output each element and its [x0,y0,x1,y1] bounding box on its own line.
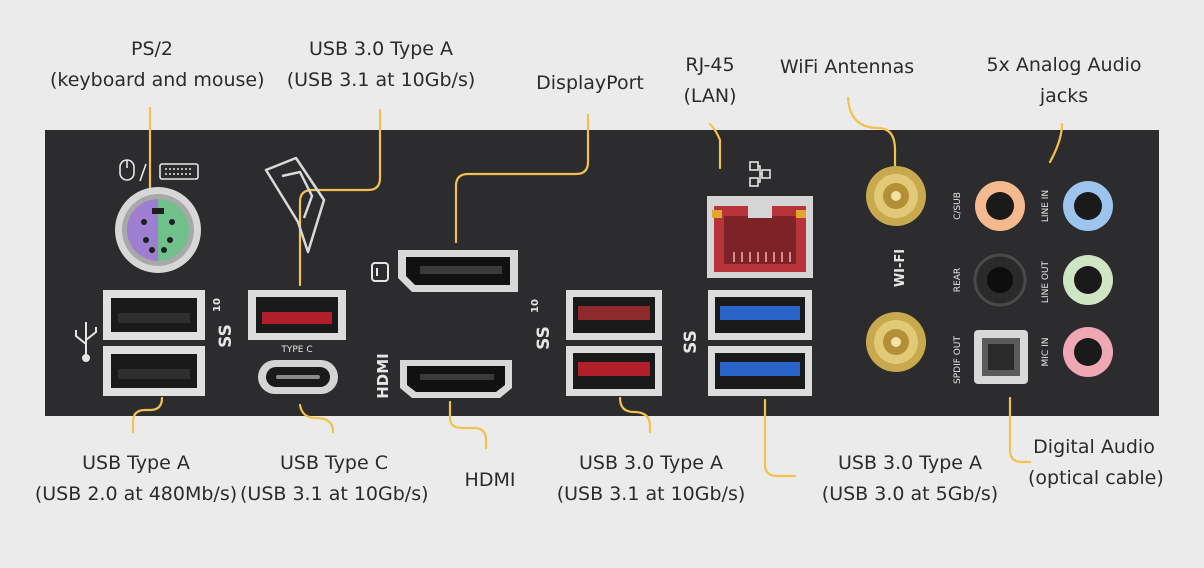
displayport-label: DisplayPort [536,72,644,94]
superspeed-10-logo-mid: SS 10 [530,299,554,350]
ps2-label: PS/2(keyboard and mouse) [50,38,265,91]
usb30-mid-leader [618,396,652,434]
ps2-port [115,187,201,273]
usb30-port-blue-top [708,290,812,340]
audio-leader [1048,122,1064,164]
c-sub-text: C/SUB [953,192,963,220]
mouse-icon [119,159,147,182]
usb-icon [75,322,97,362]
rj45-port [707,196,813,278]
jack-line-out [1063,255,1113,305]
usb2-port-bottom [103,346,205,396]
usb2-port-top [103,290,205,340]
wifi-label: WiFi Antennas [779,56,915,78]
rj45-label: RJ-45(LAN) [683,54,737,107]
jack-line-in [1063,181,1113,231]
jack-mic-in [1063,327,1113,377]
spdif-optical-port [974,330,1028,384]
usb31-port-red-left [248,290,346,340]
wifi-panel-text: WI-FI [893,249,908,287]
svg-text:SS: SS [534,326,554,350]
usb30-right-label: USB 3.0 Type A(USB 3.0 at 5Gb/s) [821,452,999,505]
line-in-text: LINE IN [1041,190,1051,222]
spdif-out-text: SPDIF OUT [953,336,963,384]
hdmi-leader [448,400,488,450]
usb30-port-blue-bottom [708,346,812,396]
displayport-port [398,250,518,292]
usb30-right-leader [763,398,797,478]
wifi-antenna-top [866,166,926,226]
usb-a-leader [131,396,164,434]
usb-c-leader [298,403,335,434]
superspeed-10-logo-left: SS 10 [212,298,236,348]
type-c-text: TYPE C [280,345,312,355]
usb31-port-red-bottom [566,346,662,396]
usb30-top-leader [298,108,382,287]
optical-label: Digital Audio(optical cable) [1028,436,1164,489]
svg-text:SS: SS [216,324,236,348]
superspeed-logo-right: SS [681,330,701,354]
line-out-text: LINE OUT [1041,260,1051,303]
wifi-antenna-bottom [866,312,926,372]
hdmi-port [400,360,512,398]
mic-in-text: MIC IN [1041,338,1051,367]
optical-leader [1008,396,1032,464]
jack-rear [973,253,1027,307]
hdmi-panel-text: HDMI [374,353,392,399]
keyboard-icon [159,163,199,180]
usb31-port-red-top [566,290,662,340]
network-icon [749,161,771,187]
usb-a-label: USB Type A(USB 2.0 at 480Mb/s) [34,452,238,505]
hdmi-label: HDMI [464,469,516,491]
svg-text:10: 10 [212,298,223,312]
displayport-icon [371,262,389,282]
svg-text:10: 10 [530,299,541,313]
usb30-top-label: USB 3.0 Type A(USB 3.1 at 10Gb/s) [286,38,476,91]
wifi-leader [846,96,897,180]
usb-c-label: USB Type C(USB 3.1 at 10Gb/s) [240,452,429,505]
usb30-mid-label: USB 3.0 Type A(USB 3.1 at 10Gb/s) [556,452,746,505]
jack-c-sub [975,181,1025,231]
displayport-leader [454,113,590,244]
rog-logo-icon [264,156,326,254]
rear-text: REAR [953,268,963,292]
usb-c-port [258,360,338,394]
rj45-leader [708,122,722,170]
